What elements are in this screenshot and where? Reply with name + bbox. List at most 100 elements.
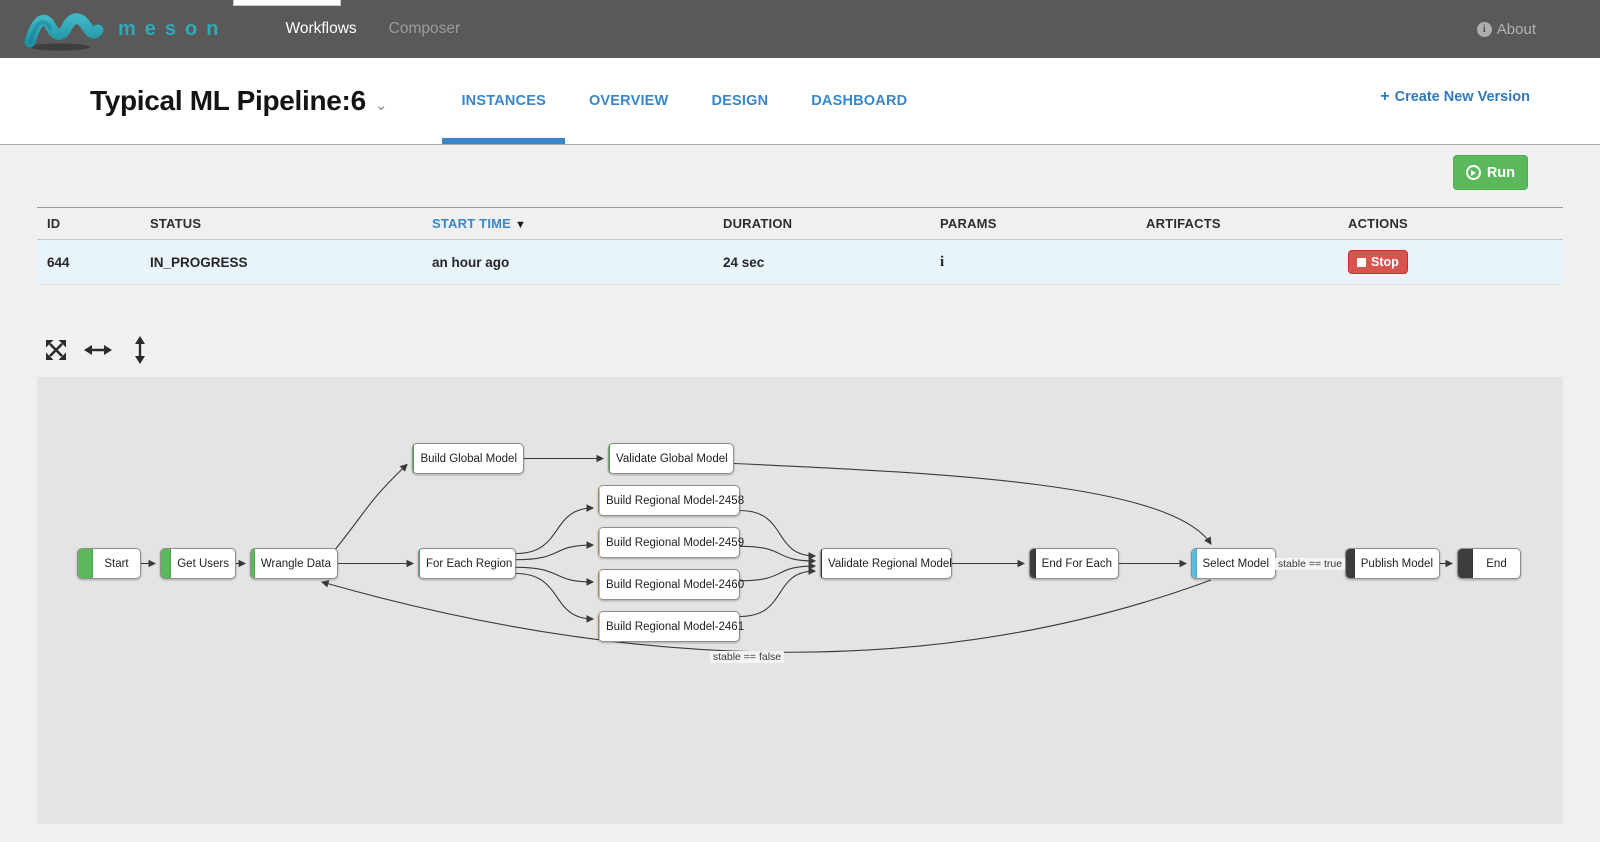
run-button[interactable]: Run bbox=[1452, 155, 1528, 190]
create-new-version-button[interactable]: + Create New Version bbox=[1380, 88, 1530, 106]
pending-status-stripe bbox=[821, 549, 822, 578]
dag-node-label: Wrangle Data bbox=[260, 557, 331, 570]
play-icon bbox=[1465, 165, 1481, 180]
dag-node-get-users[interactable]: Get Users bbox=[160, 548, 236, 579]
dag-node-brm-2459[interactable]: Build Regional Model-2459 bbox=[598, 527, 744, 558]
dag-node-label: For Each Region bbox=[426, 557, 513, 570]
dag-node-validate-global-model[interactable]: Validate Global Model bbox=[608, 443, 734, 474]
table-header-row: ID STATUS START TIME▼ DURATION PARAMS AR… bbox=[37, 207, 1563, 240]
meson-wave-icon bbox=[24, 13, 104, 51]
nav-item-workflows[interactable]: Workflows bbox=[285, 20, 357, 37]
vertical-zoom-icon[interactable] bbox=[128, 336, 152, 364]
brand-wordmark: meson bbox=[118, 17, 228, 40]
params-info-icon[interactable]: i bbox=[940, 253, 945, 270]
dag-node-end-for-each[interactable]: End For Each bbox=[1029, 548, 1119, 579]
selected-status-stripe bbox=[1192, 549, 1197, 578]
dag-edge-brm-2460-to-validate-regional-model bbox=[739, 562, 817, 582]
col-header-start-time[interactable]: START TIME▼ bbox=[422, 216, 713, 231]
info-icon: i bbox=[1476, 21, 1492, 37]
cell-duration: 24 sec bbox=[723, 254, 765, 270]
dag-node-label: End bbox=[1486, 557, 1507, 570]
col-header-actions: ACTIONS bbox=[1348, 216, 1408, 231]
dag-edge-brm-2461-to-validate-regional-model bbox=[739, 567, 817, 618]
dag-node-select-model[interactable]: Select Model bbox=[1191, 548, 1276, 579]
pending-status-stripe bbox=[1346, 549, 1355, 578]
dag-node-validate-regional-model[interactable]: Validate Regional Model bbox=[820, 548, 952, 579]
cell-start-time: an hour ago bbox=[432, 254, 510, 270]
running-status-stripe bbox=[599, 570, 600, 599]
dag-node-label: Get Users bbox=[177, 557, 229, 570]
cell-params: i bbox=[930, 254, 1136, 271]
sort-desc-icon: ▼ bbox=[515, 219, 527, 231]
dag-node-build-global-model[interactable]: Build Global Model bbox=[412, 443, 524, 474]
tab-dashboard[interactable]: DASHBOARD bbox=[811, 93, 908, 109]
col-header-status[interactable]: STATUS bbox=[150, 216, 202, 231]
dag-node-for-each-region[interactable]: For Each Region bbox=[418, 548, 516, 579]
fit-expand-icon[interactable] bbox=[44, 338, 68, 362]
dag-node-label: Validate Regional Model bbox=[828, 557, 952, 570]
dag-zoom-toolbar bbox=[44, 336, 1600, 364]
dag-edge-brm-2459-to-validate-regional-model bbox=[739, 545, 817, 565]
dag-edge-for-each-region-to-brm-2461 bbox=[515, 572, 595, 623]
about-link[interactable]: i About bbox=[1476, 20, 1536, 38]
pending-status-stripe bbox=[1458, 549, 1473, 578]
stop-button[interactable]: Stop bbox=[1348, 250, 1408, 274]
cell-status: IN_PROGRESS bbox=[150, 254, 248, 270]
completed-status-stripe bbox=[413, 444, 415, 473]
stop-button-label: Stop bbox=[1371, 255, 1399, 269]
pending-status-stripe bbox=[1030, 549, 1036, 578]
dag-node-publish-model[interactable]: Publish Model bbox=[1345, 548, 1440, 579]
running-status-stripe bbox=[599, 528, 600, 557]
dag-node-label: Validate Global Model bbox=[616, 452, 728, 465]
dag-node-end[interactable]: End bbox=[1457, 548, 1521, 579]
dag-edges bbox=[141, 454, 1454, 653]
dag-edge-wrangle-data-to-build-global-model bbox=[333, 463, 408, 552]
tab-overview[interactable]: OVERVIEW bbox=[588, 93, 669, 109]
run-button-label: Run bbox=[1486, 164, 1515, 181]
edge-condition-label: stable == false bbox=[709, 651, 785, 663]
dag-node-brm-2458[interactable]: Build Regional Model-2458 bbox=[598, 485, 744, 516]
dag-node-label: End For Each bbox=[1041, 557, 1112, 570]
dag-node-brm-2461[interactable]: Build Regional Model-2461 bbox=[598, 611, 744, 642]
edge-condition-label: stable == true bbox=[1274, 558, 1346, 570]
col-header-duration[interactable]: DURATION bbox=[723, 216, 793, 231]
completed-status-stripe bbox=[251, 549, 255, 578]
running-status-stripe bbox=[599, 486, 600, 515]
dag-edge-for-each-region-to-brm-2460 bbox=[515, 566, 595, 586]
completed-status-stripe bbox=[78, 549, 93, 578]
completed-status-stripe bbox=[161, 549, 172, 578]
nav-item-composer[interactable]: Composer bbox=[388, 20, 461, 37]
main-nav: Workflows Composer bbox=[269, 20, 476, 38]
workflow-tabs: INSTANCES OVERVIEW DESIGN DASHBOARD bbox=[442, 58, 948, 144]
dag-node-brm-2460[interactable]: Build Regional Model-2460 bbox=[598, 569, 744, 600]
about-label: About bbox=[1496, 20, 1536, 38]
dag-edge-brm-2458-to-validate-regional-model bbox=[739, 509, 817, 560]
meson-logo[interactable]: meson bbox=[24, 6, 227, 52]
running-status-stripe bbox=[599, 612, 600, 641]
dag-node-start[interactable]: Start bbox=[77, 548, 141, 579]
col-header-artifacts[interactable]: ARTIFACTS bbox=[1146, 216, 1221, 231]
dag-node-label: Build Regional Model-2459 bbox=[606, 536, 745, 549]
tab-instances[interactable]: INSTANCES bbox=[442, 58, 565, 144]
dag-node-label: Build Regional Model-2461 bbox=[606, 620, 745, 633]
dag-node-wrangle-data[interactable]: Wrangle Data bbox=[250, 548, 338, 579]
completed-status-stripe bbox=[609, 444, 610, 473]
workflow-dag-canvas[interactable]: Start Get Users Wrangle Data Build Global M… bbox=[37, 377, 1563, 824]
dag-node-label: Build Global Model bbox=[420, 452, 517, 465]
top-navbar: meson Workflows Composer i About bbox=[0, 0, 1600, 58]
instances-table: ID STATUS START TIME▼ DURATION PARAMS AR… bbox=[37, 207, 1563, 285]
tab-design[interactable]: DESIGN bbox=[711, 93, 769, 109]
completed-status-stripe bbox=[419, 549, 420, 578]
workflow-header: Typical ML Pipeline:6 ⌄ INSTANCES OVERVI… bbox=[0, 58, 1600, 145]
col-header-id[interactable]: ID bbox=[47, 216, 61, 231]
chevron-down-icon[interactable]: ⌄ bbox=[374, 97, 388, 114]
dag-node-label: Build Regional Model-2460 bbox=[606, 578, 745, 591]
col-header-params[interactable]: PARAMS bbox=[940, 216, 997, 231]
table-row[interactable]: 644 IN_PROGRESS an hour ago 24 sec i Sto… bbox=[37, 240, 1563, 285]
page-title: Typical ML Pipeline:6 bbox=[90, 85, 366, 116]
horizontal-zoom-icon[interactable] bbox=[84, 338, 112, 362]
dag-edge-select-model-to-wrangle-data bbox=[320, 579, 1212, 653]
start-time-label: START TIME bbox=[432, 216, 512, 231]
stop-icon bbox=[1357, 257, 1366, 267]
cell-actions: Stop bbox=[1338, 250, 1563, 274]
